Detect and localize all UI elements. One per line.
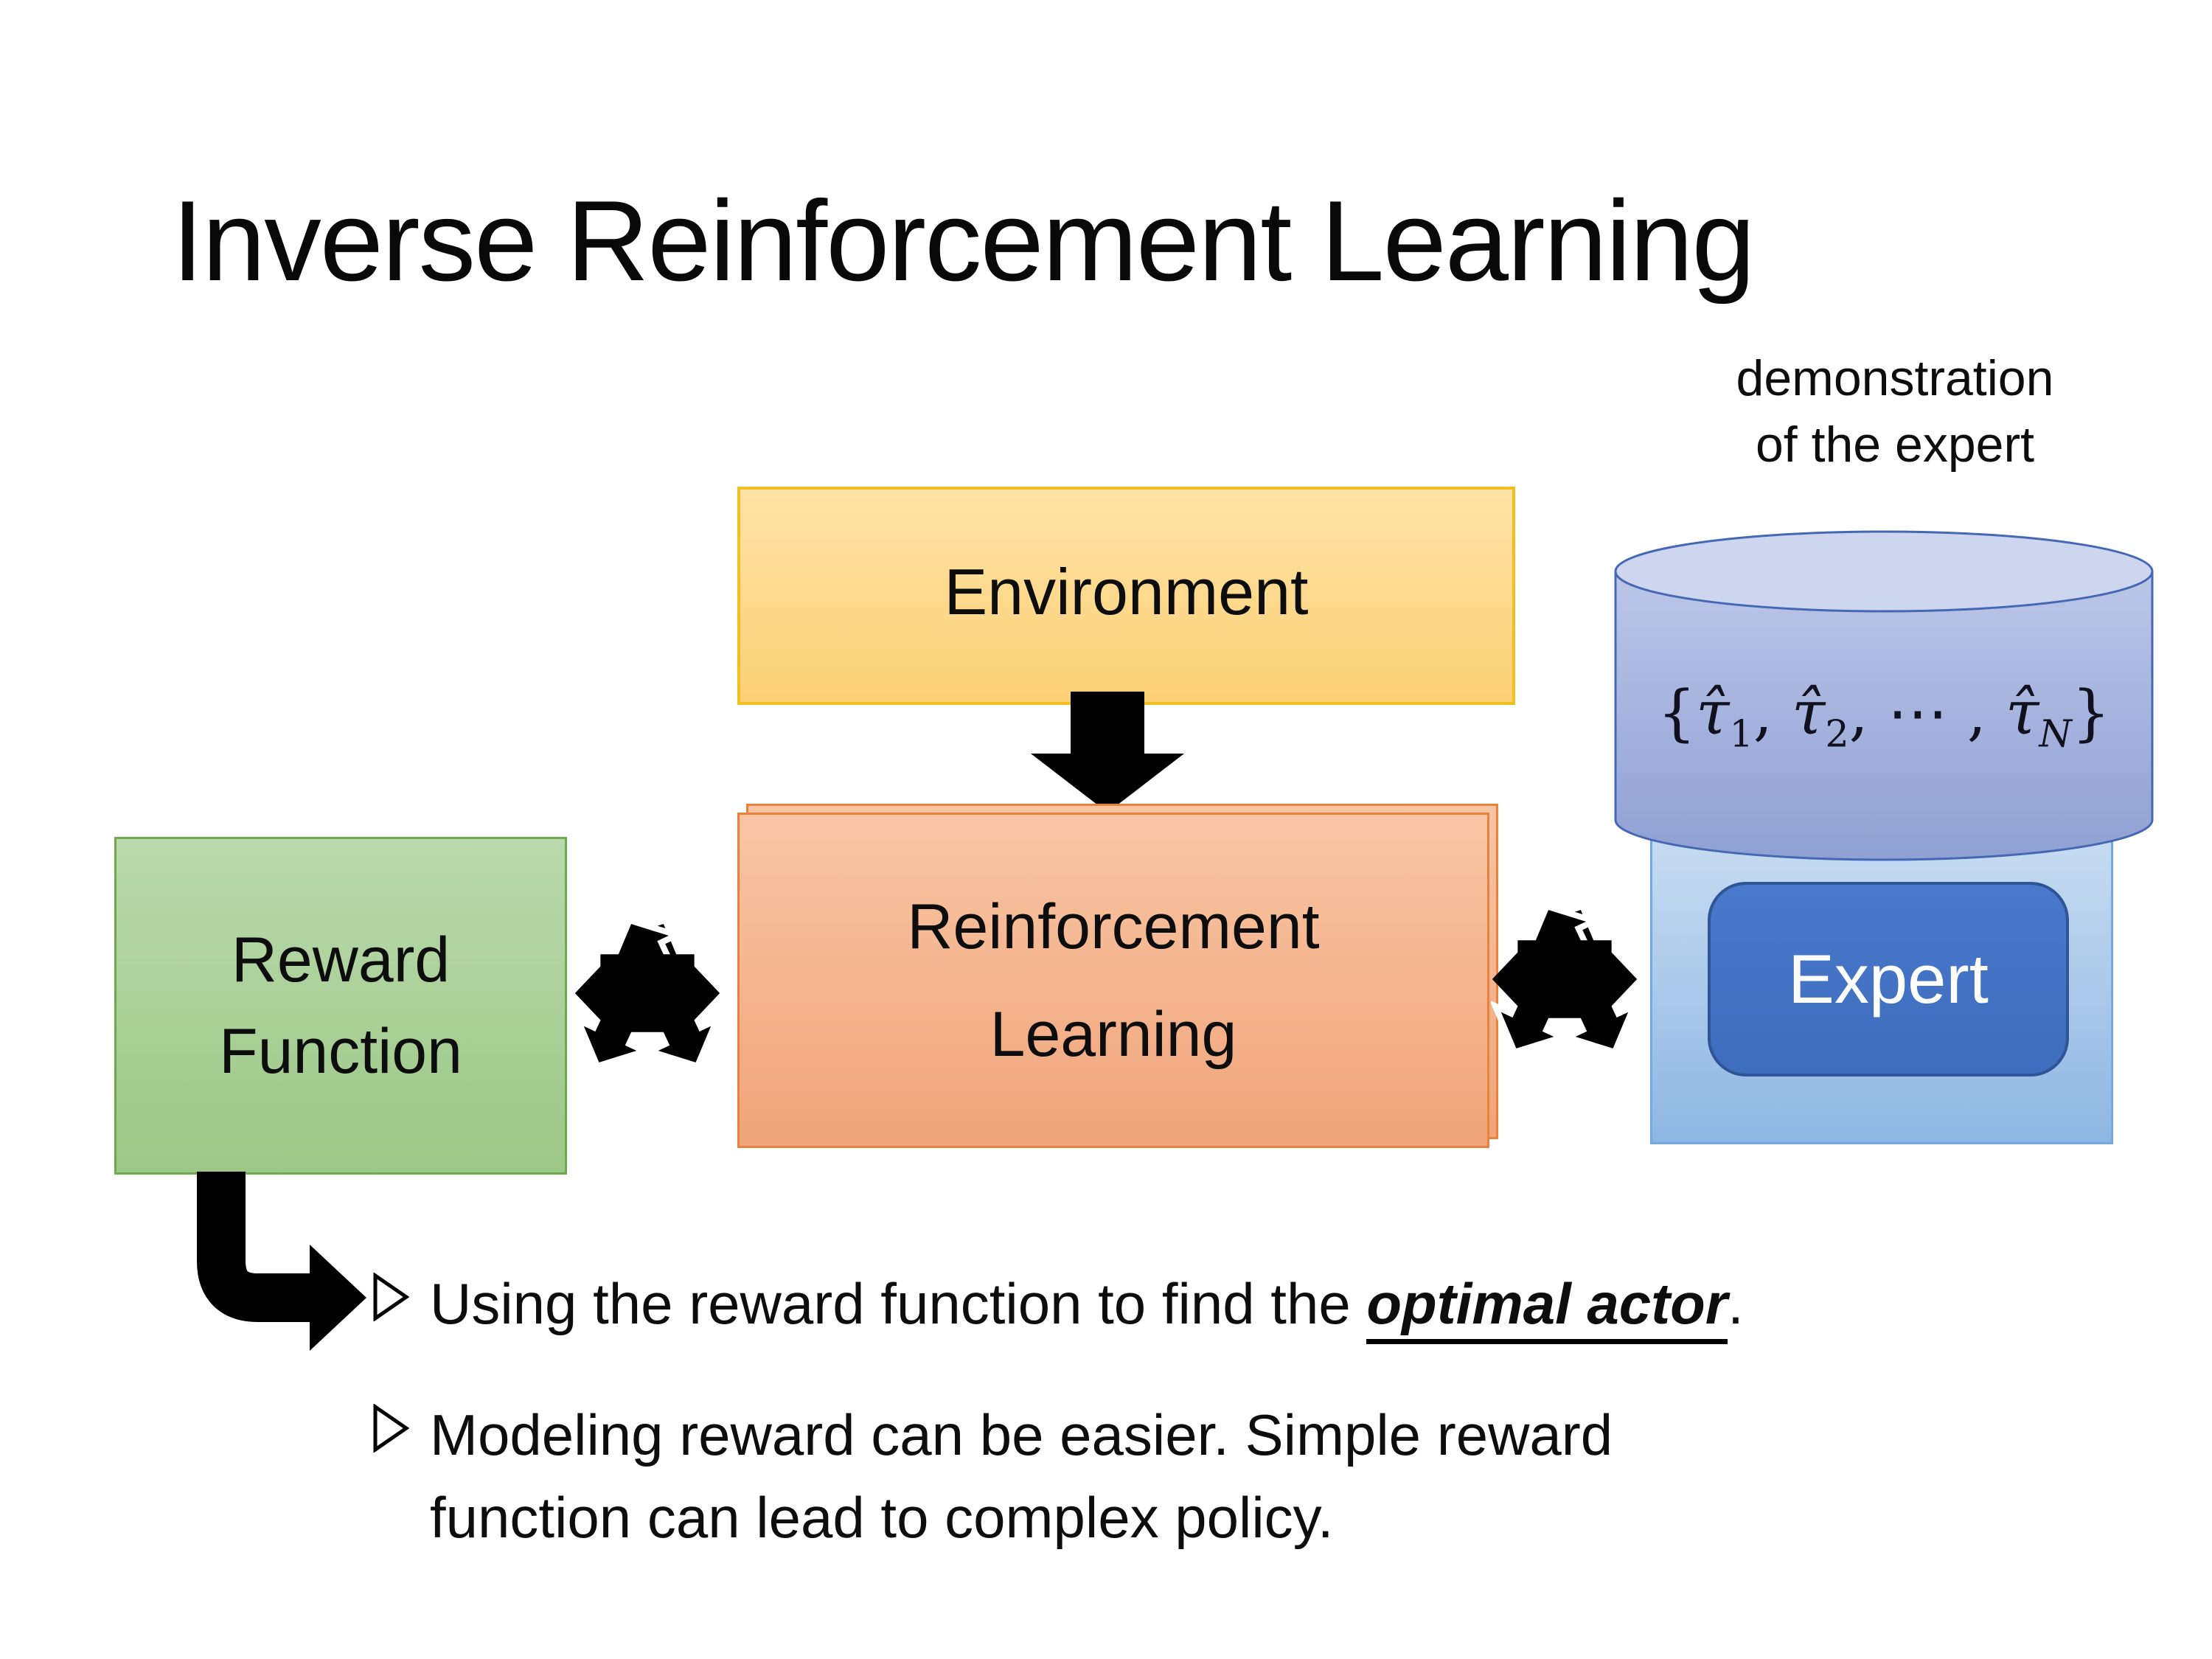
- bullet2-line2: function can lead to complex policy.: [430, 1485, 1334, 1550]
- expert-box: Expert: [1708, 882, 2069, 1077]
- formula-tau1: τ̂: [1696, 678, 1730, 748]
- bullet1-emphasis: optimal actor: [1366, 1271, 1728, 1344]
- formula-comma: ,: [1753, 678, 1792, 748]
- expert-label: Expert: [1788, 940, 1989, 1018]
- reward-label-line1: Reward: [231, 925, 451, 995]
- down-arrow-icon: [1031, 692, 1184, 813]
- bullet-arrow-icon: [373, 1404, 409, 1453]
- rl-label-line1: Reinforcement: [907, 891, 1320, 962]
- environment-box: Environment: [737, 487, 1515, 705]
- bullet2-line1: Modeling reward can be easier. Simple re…: [430, 1402, 1613, 1467]
- bullet1-post: .: [1728, 1271, 1744, 1336]
- reward-function-box: Reward Function: [114, 837, 567, 1175]
- trajectory-set-formula: {τ̂1, τ̂2, ⋯ , τ̂N}: [1626, 678, 2142, 755]
- demonstration-label-line2: of the expert: [1755, 417, 2035, 473]
- bullet-item-2: Modeling reward can be easier. Simple re…: [372, 1394, 2142, 1559]
- bent-arrow-icon: [197, 1172, 366, 1351]
- bullet2-text: Modeling reward can be easier. Simple re…: [430, 1394, 1613, 1559]
- formula-open-brace: {: [1657, 678, 1697, 748]
- formula-dots: , ⋯ ,: [1848, 678, 2006, 748]
- bullet-arrow-icon: [373, 1273, 409, 1321]
- rl-label-line2: Learning: [990, 998, 1237, 1070]
- slide-title: Inverse Reinforcement Learning: [172, 177, 1756, 305]
- demonstration-label: demonstration of the expert: [1641, 345, 2149, 478]
- environment-label: Environment: [944, 555, 1309, 628]
- formula-tau2: τ̂: [1791, 678, 1826, 748]
- formula-tauN: τ̂: [2006, 678, 2039, 748]
- demonstration-label-line1: demonstration: [1736, 350, 2054, 406]
- demonstration-cylinder-icon: [1614, 530, 2154, 861]
- formula-sub2: 2: [1825, 712, 1849, 756]
- reinforcement-learning-box: Reinforcement Learning: [737, 813, 1489, 1148]
- bullet1-pre: Using the reward function to find the: [430, 1271, 1367, 1336]
- reward-label-line2: Function: [219, 1016, 462, 1087]
- double-arrow-right-icon: [1491, 902, 1638, 1056]
- bullet1-text: Using the reward function to find the op…: [430, 1262, 1744, 1345]
- formula-close-brace: }: [2071, 678, 2111, 748]
- formula-subN: N: [2039, 712, 2072, 756]
- double-arrow-left-icon: [574, 917, 721, 1070]
- bullet-item-1: Using the reward function to find the op…: [372, 1262, 2142, 1345]
- formula-sub1: 1: [1729, 712, 1753, 756]
